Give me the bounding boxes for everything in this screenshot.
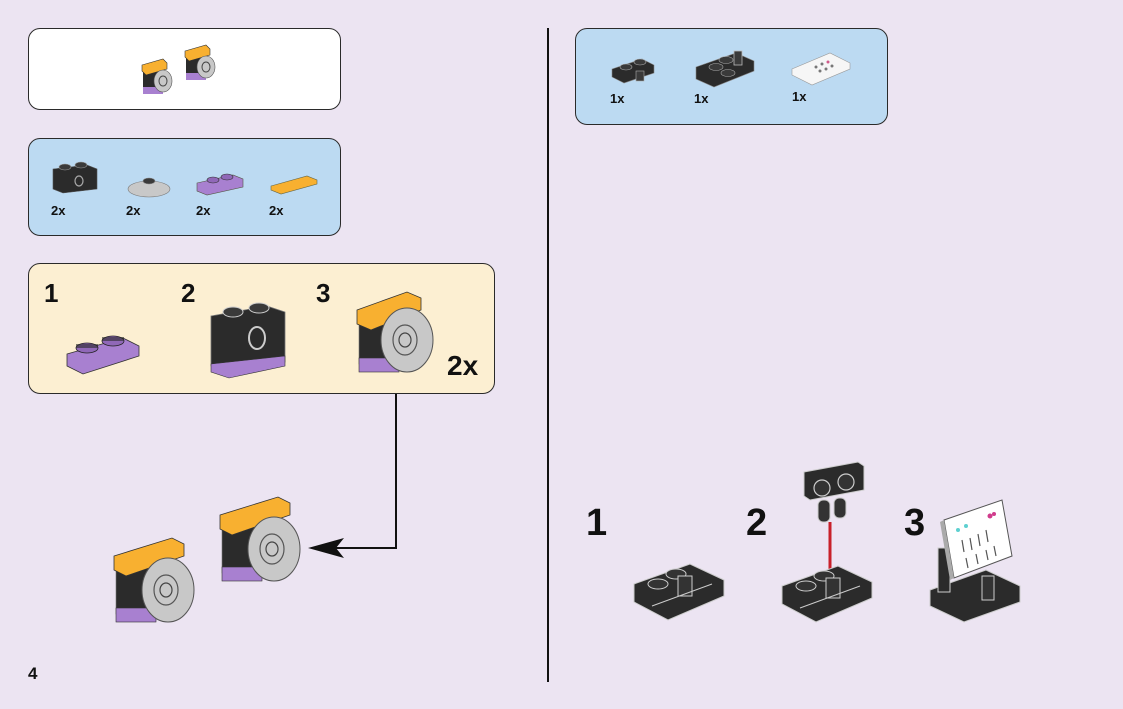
black-brick-on-plate-icon: [209, 300, 287, 380]
step-number: 2: [746, 502, 768, 544]
page-divider: [547, 28, 549, 682]
step-number: 2: [181, 278, 196, 308]
camera-assembly-icon: [218, 493, 304, 589]
camera-assembly-icon: [112, 534, 198, 630]
black-hinge-plate-icon: [694, 49, 756, 89]
gray-round-dish-icon: [127, 173, 173, 199]
part-quantity: 2x: [269, 203, 284, 218]
parts-list-callout: 2x 2x 2x 2x: [28, 138, 341, 236]
purple-plate-icon: [65, 328, 141, 378]
music-stand-assembly-icon: [928, 499, 1024, 624]
sub-build-callout: 1 2 3 2x: [28, 263, 495, 394]
camera-assembly-icon: [141, 57, 175, 99]
result-preview-callout: [28, 28, 341, 110]
step-number: 1: [44, 278, 59, 308]
step-number: 1: [586, 502, 608, 544]
black-hinge-plate-icon: [780, 562, 874, 628]
orange-tile-icon: [269, 172, 319, 196]
purple-plate-icon: [195, 169, 245, 197]
black-hinge-plate-icon: [632, 560, 726, 626]
camera-assembly-icon: [355, 288, 437, 378]
step-number: 3: [904, 502, 926, 544]
black-brick-with-hole-icon: [51, 159, 101, 194]
camera-assembly-icon: [184, 43, 218, 85]
step-number: 3: [316, 278, 331, 308]
black-clip-plate-icon: [610, 55, 656, 85]
part-quantity: 2x: [51, 203, 66, 218]
part-quantity: 2x: [196, 203, 211, 218]
multiplier-label: 2x: [447, 350, 479, 381]
part-quantity: 1x: [610, 91, 625, 106]
part-quantity: 2x: [126, 203, 141, 218]
black-clip-plate-icon: [802, 460, 866, 528]
part-quantity: 1x: [792, 89, 807, 104]
sheet-music-tile-icon: [790, 51, 852, 87]
page-number: 4: [28, 664, 38, 683]
part-quantity: 1x: [694, 91, 709, 106]
parts-list-callout: 1x 1x 1x: [575, 28, 888, 125]
